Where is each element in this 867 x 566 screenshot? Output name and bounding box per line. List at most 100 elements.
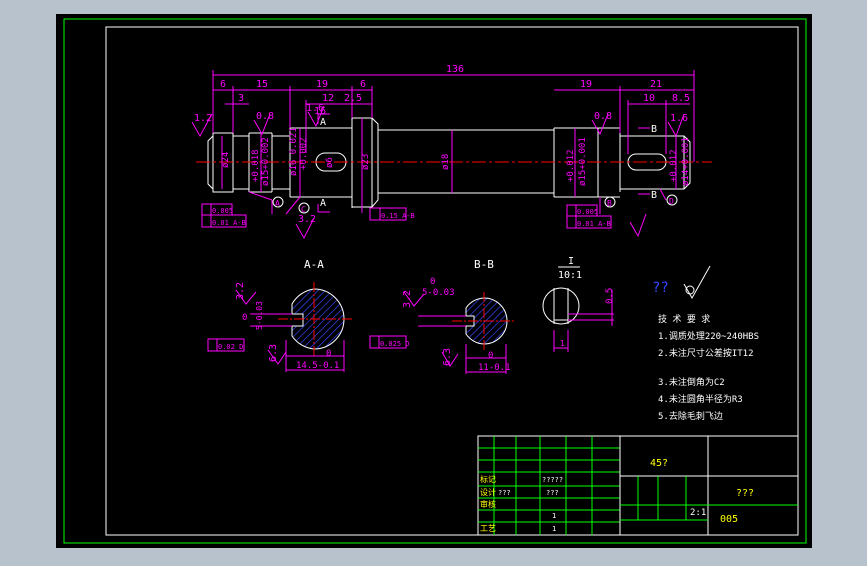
dim-sub-2: 12: [322, 93, 334, 104]
dim-top-2: 15: [256, 79, 268, 90]
detail-dim-2: 1: [560, 339, 565, 348]
tb-cell-3: ???: [546, 489, 559, 497]
section-label-a-bottom: A: [320, 198, 326, 209]
tb-cell-5: 1: [552, 525, 556, 533]
dim-sub-1: 3: [238, 93, 244, 104]
rough-left: 1.2: [194, 113, 212, 124]
tb-cell-2: ???: [498, 489, 511, 497]
aa-depth-2: 5-0.03: [255, 301, 264, 330]
tol-right-2: 0.01 A-B: [577, 220, 611, 228]
fit-left-1: +0.018: [251, 149, 261, 182]
detail-view: I 10:1 0.5 1: [542, 256, 615, 352]
inner-frame: [105, 26, 799, 536]
diameter-labels: ø24 +0.018 ø15+0.002 ø16 0.021 +0.002 ø6…: [221, 127, 691, 186]
aa-rough-1: 3.2: [235, 282, 246, 300]
dim-overall-length: 136: [446, 64, 464, 75]
main-view-labels: 136 6 15 19 6 19 21 3 12 16 2.5 10 8.5 1…: [194, 64, 690, 228]
section-label-b-top: B: [651, 124, 657, 135]
bb-depth-2: 5-0.03: [422, 288, 455, 298]
rough-mid: 1.6: [306, 103, 324, 114]
bb-bottom: 0: [488, 351, 493, 361]
datum-c: C: [301, 205, 306, 214]
dim-sub-4: 2.5: [344, 93, 362, 104]
note-1: 1.调质处理220~240HBS: [658, 330, 759, 342]
bb-width: 11-0.1: [478, 363, 511, 373]
dim-top-4: 6: [360, 79, 366, 90]
section-aa: 3.2 6.3 0 5-0.03 0 14.5-0.1 0.02 D: [207, 282, 352, 372]
note-4: 4.未注圆角半径为R3: [658, 393, 743, 405]
main-dimension-lines: [191, 70, 695, 240]
datum-b: B: [607, 199, 612, 208]
tol-left-1: 0.005: [212, 207, 233, 215]
fit-mid-1: ø16 0.021: [289, 127, 299, 176]
aa-depth: 0: [242, 313, 247, 323]
fit-mid-2: +0.002: [299, 137, 309, 170]
diam-keyway: ø6: [325, 157, 335, 168]
dim-sub-6: 8.5: [672, 93, 690, 104]
fit-end-2: ø14+0.001: [681, 137, 691, 186]
rough-other-text: ??: [652, 280, 669, 296]
fit-right-2: ø15+0.001: [578, 137, 588, 186]
tb-row-4: 工艺: [480, 524, 496, 533]
rough-right: 0.8: [594, 111, 612, 122]
tb-scale: 2:1: [690, 508, 706, 518]
note-2: 2.未注尺寸公差按IT12: [658, 347, 754, 359]
tb-part-name: ???: [736, 488, 754, 499]
rough-other-circle: [685, 285, 695, 295]
datum-circles: [272, 194, 678, 214]
aa-rough-2: 6.3: [268, 344, 279, 362]
notes-title: 技 术 要 求: [658, 313, 710, 325]
tol-left-2: 0.01 A-B: [212, 219, 246, 227]
rough-other-symbol: [683, 265, 711, 300]
tb-row-2: 设计: [480, 487, 496, 497]
bb-tol: 0.025 D: [380, 340, 410, 348]
tol-right-1: 0.005: [577, 208, 598, 216]
fit-left-2: ø15+0.002: [261, 137, 271, 186]
detail-label: I: [568, 256, 574, 267]
bb-rough-2: 6.3: [442, 348, 453, 366]
title-block-text: 45? ??? 005 2:1 标记 设计 审核 工艺 ????? ??? ??…: [480, 458, 754, 533]
tol-mid: 0.15 A-B: [381, 212, 415, 220]
fit-end-1: +0.012: [669, 149, 679, 182]
tb-drawing-no: 005: [720, 514, 738, 525]
bb-rough-1: 3.2: [402, 290, 413, 308]
drawing-sheet: [56, 14, 812, 548]
outer-frame: [63, 18, 807, 544]
section-label-a-top: A: [320, 117, 326, 128]
dim-top-1: 6: [220, 79, 226, 90]
diam-body: ø18: [441, 154, 451, 170]
dim-sub-3: 16: [314, 106, 326, 117]
rough-a: 0.8: [256, 111, 274, 122]
detail-scale: 10:1: [558, 270, 582, 281]
dim-top-3: 19: [316, 79, 328, 90]
datum-d: D: [669, 197, 674, 206]
dim-top-5: 19: [580, 79, 592, 90]
detail-dim: 0.5: [605, 288, 615, 304]
diam-left-1: ø24: [221, 152, 231, 168]
dim-top-6: 21: [650, 79, 662, 90]
aa-width: 14.5-0.1: [296, 361, 339, 371]
section-bb: 0 5-0.03 3.2 6.3 0 11-0.1 0.025 D: [369, 277, 514, 374]
rough-bottom: 3.2: [298, 214, 316, 225]
dim-sub-5: 10: [643, 93, 655, 104]
section-label-b-bottom: B: [651, 190, 657, 201]
tb-cell-1: ?????: [542, 476, 563, 484]
title-block: [477, 435, 799, 536]
tb-cell-4: 1: [552, 512, 556, 520]
rough-end: 1.6: [670, 113, 688, 124]
datum-a: A: [275, 199, 280, 208]
bb-depth: 0: [430, 277, 435, 287]
tb-row-3: 审核: [480, 499, 496, 509]
section-aa-title: A-A: [304, 258, 324, 271]
tb-material: 45?: [650, 458, 668, 469]
aa-tol: 0.02 D: [218, 343, 243, 351]
note-5: 5.去除毛刺飞边: [658, 410, 723, 422]
note-3: 3.未注倒角为C2: [658, 376, 725, 388]
technical-notes: 技 术 要 求 1.调质处理220~240HBS 2.未注尺寸公差按IT12 3…: [658, 313, 759, 422]
aa-bottom: 0: [326, 349, 331, 359]
section-bb-title: B-B: [474, 258, 494, 271]
diam-shoulder: ø23: [361, 154, 371, 170]
tb-row-1: 标记: [480, 474, 496, 484]
